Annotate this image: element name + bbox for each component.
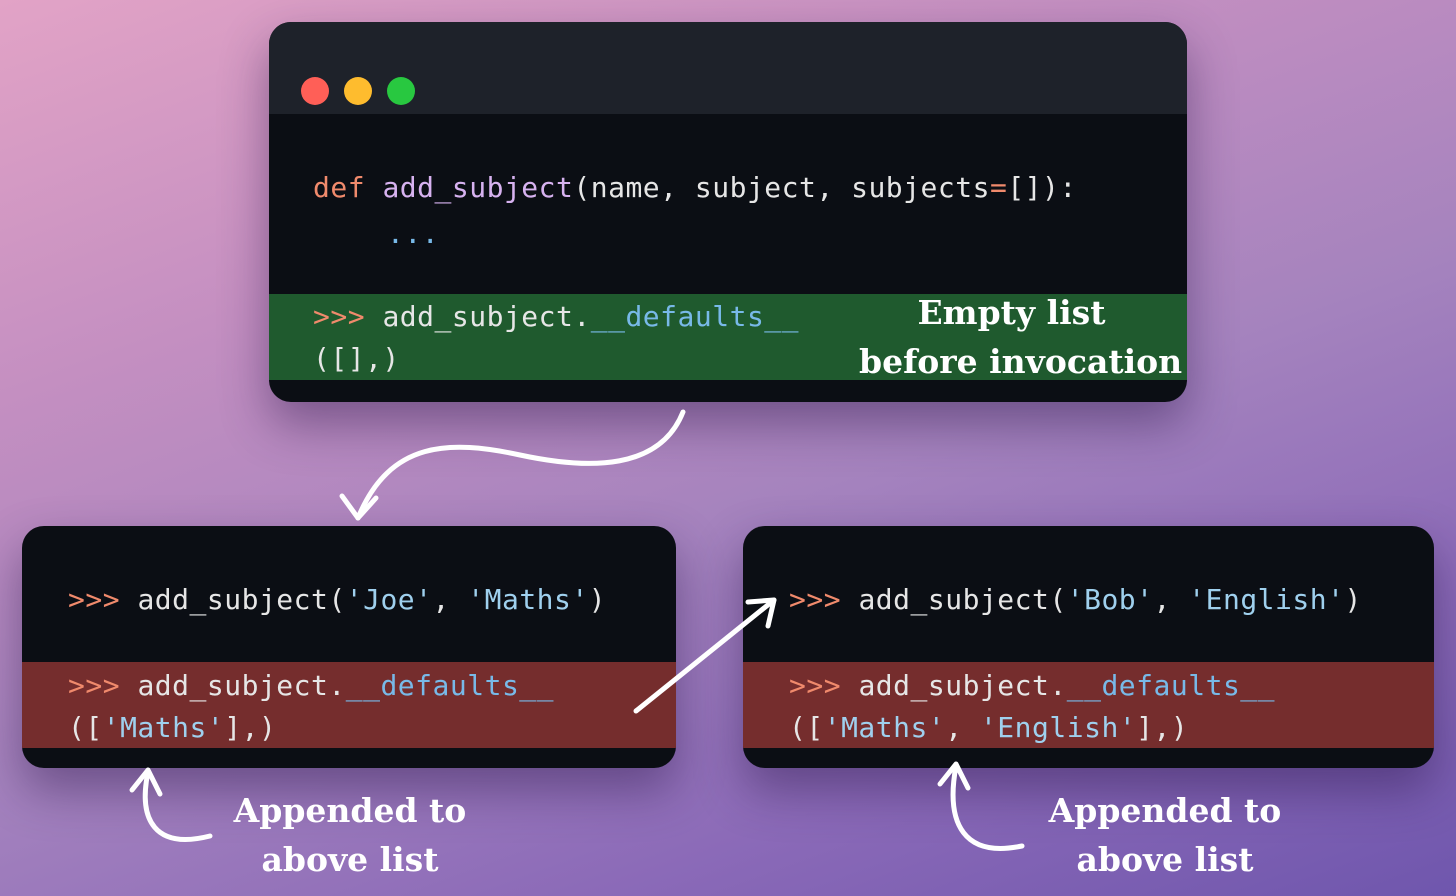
body-ellipsis: ... [387, 217, 440, 250]
result-close: ],) [224, 711, 277, 744]
right-curved-arrow-up-icon [937, 761, 1025, 851]
prompt: >>> [789, 583, 842, 616]
left-appended-note: Appended to above list [215, 786, 485, 884]
arg-subject: 'Maths' [467, 583, 589, 616]
note-line-1: Empty list [917, 293, 1106, 332]
call-head: add_subject( [858, 583, 1067, 616]
diagonal-arrow-icon [633, 597, 777, 714]
defaults-result: (['Maths', 'English'],) [789, 710, 1188, 746]
defaults-call-line: >>> add_subject.__defaults__ [313, 299, 799, 335]
note-line-2: above list [1076, 840, 1254, 879]
highlight-band-red: >>> add_subject.__defaults__ (['Maths', … [743, 662, 1434, 748]
note-line-1: Appended to [233, 791, 467, 830]
note-line-2: above list [261, 840, 439, 879]
result-separator: , [945, 711, 980, 744]
arg-separator: , [1153, 583, 1189, 616]
params-text: (name, subject, subjects [573, 171, 990, 204]
result-value-2: 'English' [979, 711, 1137, 744]
first-call-line: >>> add_subject('Joe', 'Maths') [68, 582, 606, 618]
right-appended-note: Appended to above list [1030, 786, 1300, 884]
prompt: >>> [789, 669, 842, 702]
call-head: add_subject( [137, 583, 346, 616]
highlight-band-red: >>> add_subject.__defaults__ (['Maths'],… [22, 662, 676, 748]
arg-name: 'Bob' [1066, 583, 1154, 616]
defaults-attr: __defaults__ [1066, 669, 1276, 702]
def-keyword: def [313, 171, 366, 204]
function-name: add_subject [382, 171, 574, 204]
result-open: ([ [789, 711, 824, 744]
call-tail: ) [588, 583, 607, 616]
defaults-attr: __defaults__ [590, 300, 800, 333]
defaults-result: (['Maths'],) [68, 710, 276, 746]
close-dot-icon[interactable] [301, 77, 329, 105]
defaults-call-line: >>> add_subject.__defaults__ [789, 668, 1275, 704]
defaults-result: ([],) [313, 342, 400, 375]
prompt: >>> [313, 300, 366, 333]
left-curved-arrow-up-icon [129, 767, 213, 842]
note-line-2: before invocation [859, 342, 1183, 381]
first-call-window: >>> add_subject('Joe', 'Maths') >>> add_… [22, 526, 676, 768]
empty-list-note: Empty list before invocation [859, 288, 1183, 386]
call-prefix: add_subject. [137, 669, 346, 702]
arg-separator: , [432, 583, 468, 616]
call-prefix: add_subject. [858, 669, 1067, 702]
result-value-1: 'Maths' [823, 711, 946, 744]
prompt: >>> [68, 583, 121, 616]
params-default: []): [1007, 171, 1077, 204]
arg-subject: 'English' [1188, 583, 1345, 616]
window-titlebar [269, 22, 1187, 114]
def-line: def add_subject(name, subject, subjects=… [313, 170, 1077, 206]
defaults-call-line: >>> add_subject.__defaults__ [68, 668, 554, 704]
result-close: ],) [1136, 711, 1189, 744]
result-open: ([ [68, 711, 103, 744]
second-call-line: >>> add_subject('Bob', 'English') [789, 582, 1362, 618]
function-definition-window: def add_subject(name, subject, subjects=… [269, 22, 1187, 402]
call-prefix: add_subject. [382, 300, 591, 333]
prompt: >>> [68, 669, 121, 702]
curved-arrow-down-icon [339, 409, 686, 521]
note-line-1: Appended to [1048, 791, 1282, 830]
equals-sign: = [989, 171, 1008, 204]
defaults-attr: __defaults__ [345, 669, 555, 702]
call-tail: ) [1344, 583, 1362, 616]
arg-name: 'Joe' [345, 583, 433, 616]
minimize-dot-icon[interactable] [344, 77, 372, 105]
highlight-band-green: >>> add_subject.__defaults__ ([],) Empty… [269, 293, 1187, 381]
result-value: 'Maths' [102, 711, 225, 744]
second-call-window: >>> add_subject('Bob', 'English') >>> ad… [743, 526, 1434, 768]
maximize-dot-icon[interactable] [387, 77, 415, 105]
